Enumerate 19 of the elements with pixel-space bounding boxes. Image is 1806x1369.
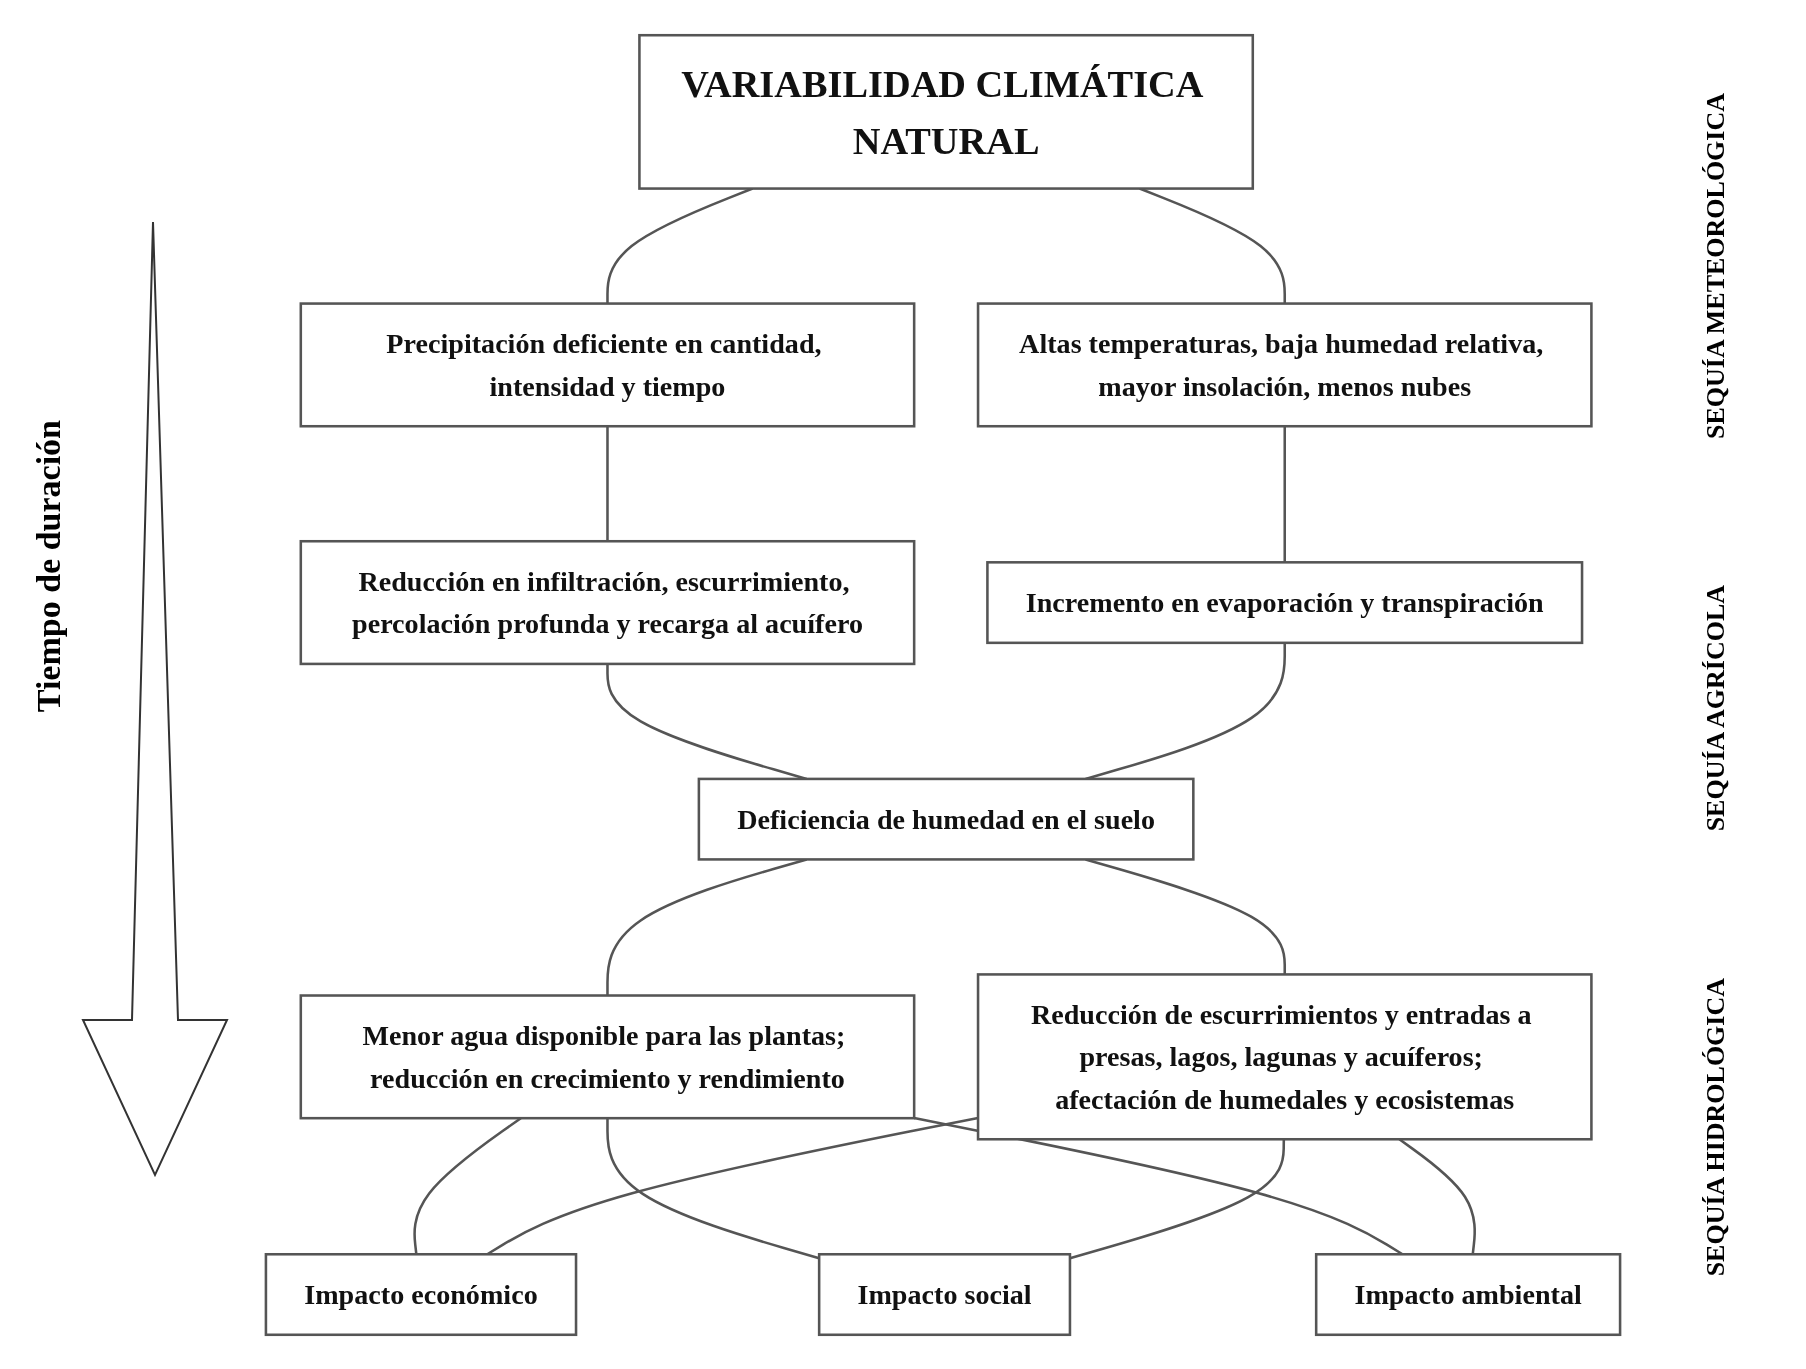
- node-box: Impacto económico: [264, 1252, 578, 1336]
- axis-label: Tiempo de duración: [30, 420, 68, 713]
- connector: [606, 1117, 820, 1259]
- node-box: Menor agua disponible para las plantas; reducción en crecimiento y rendimiento: [299, 993, 916, 1119]
- node-box: Incremento en evaporación y transpiración: [986, 560, 1584, 644]
- node-box: Impacto ambiental: [1314, 1252, 1622, 1336]
- node-box: Impacto social: [817, 1252, 1072, 1336]
- connector: [1069, 1138, 1286, 1260]
- stage-label: SEQUÍA METEOROLÓGICA: [1701, 93, 1731, 440]
- connector: [1283, 425, 1286, 562]
- node-box: VARIABILIDAD CLIMÁTICA NATURAL: [638, 33, 1255, 190]
- node-box: Precipitación deficiente en cantidad, intensidad y tiempo: [299, 301, 916, 427]
- node-box: Reducción en infiltración, escurrimiento, percolación profunda y recarga al acuífero: [299, 539, 916, 665]
- stage-label: SEQUÍA AGRÍCOLA: [1701, 585, 1731, 832]
- node-box: Altas temperaturas, baja humedad relativa, mayor insolación, menos nubes: [976, 301, 1593, 427]
- node-box: Deficiencia de humedad en el suelo: [697, 777, 1195, 861]
- node-box: Reducción de escurrimientos y entradas a presas, lagos, lagunas y acuíferos; afectación de humedales y ecosistemas: [976, 972, 1593, 1141]
- stage-label: SEQUÍA HIDROLÓGICA: [1701, 977, 1731, 1276]
- connector: [606, 425, 609, 541]
